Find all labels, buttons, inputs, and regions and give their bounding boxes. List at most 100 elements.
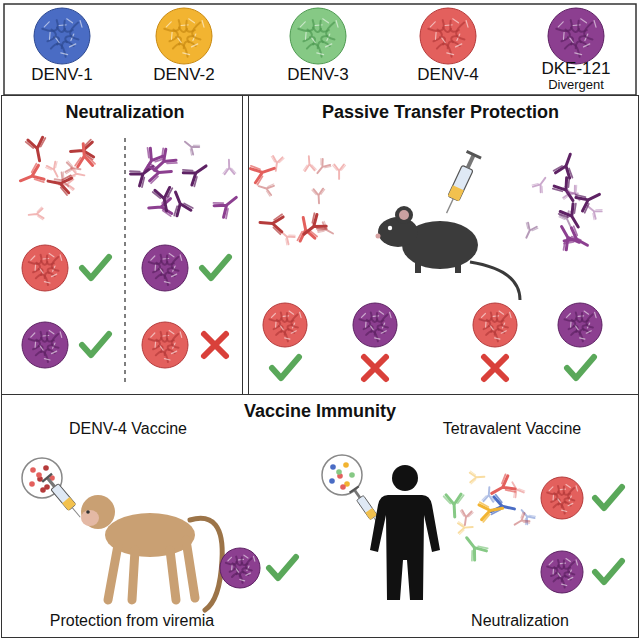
antibody-heavy (251, 161, 277, 183)
virus-texture (172, 351, 177, 354)
antibody (507, 479, 525, 498)
antibody (152, 187, 176, 213)
virus-particle (548, 8, 604, 64)
virus-label: DENV-3 (287, 65, 348, 84)
virus-texture (52, 274, 57, 277)
virus-texture (285, 338, 290, 339)
monkey-limbs (108, 540, 195, 600)
antibody-light (524, 223, 538, 233)
virus-texture (365, 322, 367, 328)
virus-texture (584, 311, 589, 314)
virus-body (290, 8, 346, 64)
virus-body (142, 322, 188, 368)
virus-texture (44, 22, 49, 27)
virus-label: DENV-2 (153, 65, 214, 84)
virus-texture (151, 333, 155, 337)
virus-texture (375, 338, 380, 339)
antibody-light (271, 157, 284, 164)
virus-body (548, 8, 604, 64)
virus-texture (275, 322, 277, 328)
virus-body (34, 8, 90, 64)
virus-texture (510, 312, 512, 317)
virus-texture (44, 282, 50, 283)
antibody (257, 180, 275, 196)
virus-texture (568, 488, 574, 501)
neutralization-panel: Neutralization (1, 95, 249, 395)
virus-texture (70, 23, 78, 40)
virus-texture (29, 255, 42, 264)
antibody-heavy (512, 513, 529, 529)
antibody (482, 487, 496, 502)
virus-node: DENV-1 (12, 4, 112, 90)
check-mark (272, 357, 299, 378)
virus-texture (362, 314, 366, 318)
antibody-light (273, 214, 282, 235)
antibody-light (303, 165, 316, 171)
virus-texture (300, 312, 302, 317)
virus-particle (22, 322, 68, 368)
virus-node: DENV-4 (398, 4, 498, 90)
antibody-light (283, 232, 295, 245)
panel-title: Neutralization (2, 102, 248, 123)
virus-body (353, 303, 397, 347)
vaccine-particle (343, 462, 349, 468)
virus-texture (495, 338, 500, 339)
syringe (41, 473, 85, 522)
virus-texture (34, 342, 36, 348)
virus-body (558, 303, 602, 347)
virus-particle (156, 8, 212, 64)
antibody-light (309, 213, 327, 233)
virus-particle (220, 548, 260, 588)
antibody-light (265, 183, 273, 197)
virus-texture (580, 338, 585, 339)
antibody (250, 159, 278, 185)
syringe-fluid (448, 185, 464, 201)
passive-transfer-panel: Passive Transfer Protection (242, 95, 639, 395)
antibody-light (532, 181, 545, 192)
virus-texture (60, 255, 62, 261)
antibody-light (188, 142, 200, 155)
virus-texture (254, 556, 255, 561)
virus-texture (482, 314, 486, 318)
antibody (129, 158, 159, 188)
virus-body (263, 303, 307, 347)
virus-texture (501, 331, 506, 333)
virus-body (473, 303, 517, 347)
virus-particle (541, 551, 583, 593)
virus-texture (42, 20, 58, 31)
antibody (45, 161, 63, 180)
virus-texture (485, 322, 487, 328)
virus-node: DKE-121Divergent (526, 4, 626, 94)
virus-texture (549, 561, 553, 565)
virus-texture (566, 485, 570, 488)
virus-body (156, 8, 212, 64)
antibody (148, 196, 172, 218)
virus-texture (300, 22, 305, 27)
monkey (81, 495, 222, 610)
vaccine-particle (30, 467, 36, 473)
virus-texture (565, 44, 580, 57)
antibody-light (29, 164, 43, 185)
syringe-needle (447, 199, 454, 214)
virus-texture (558, 22, 563, 27)
dashed-divider (124, 138, 126, 385)
virus-texture (456, 23, 464, 40)
syringe-needle (72, 507, 80, 517)
vaccine-particle (36, 472, 42, 478)
virus-body (220, 548, 260, 588)
antibody (553, 151, 579, 179)
virus-particle (34, 8, 90, 64)
virus-texture (486, 331, 498, 341)
text-label: Neutralization (471, 612, 569, 630)
virus-texture (34, 265, 36, 271)
virus-texture (164, 282, 170, 283)
virus-texture (228, 557, 232, 561)
person (370, 465, 440, 600)
check-mark (82, 334, 109, 355)
antibody-light (153, 188, 174, 199)
syringe (439, 150, 481, 217)
antibody-light (158, 148, 177, 168)
virus-texture (480, 313, 492, 322)
virus-texture (49, 331, 54, 334)
virus-texture (291, 314, 298, 327)
